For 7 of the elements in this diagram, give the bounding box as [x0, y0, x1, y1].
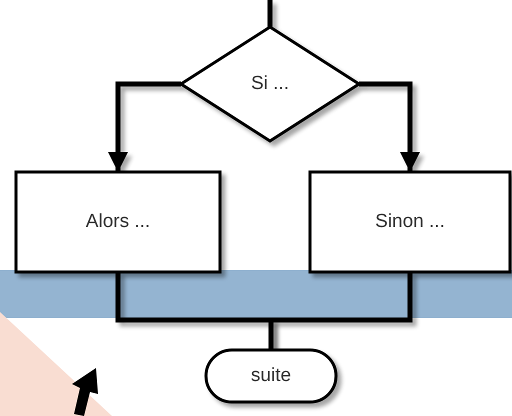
node-label: suite	[250, 365, 292, 387]
node-label: Sinon ...	[375, 211, 445, 233]
connector-line	[108, 82, 181, 172]
connector-line	[268, 0, 272, 27]
node-label: Alors ...	[86, 211, 150, 233]
node-label: Si ...	[250, 73, 289, 95]
connector-line	[359, 82, 420, 172]
